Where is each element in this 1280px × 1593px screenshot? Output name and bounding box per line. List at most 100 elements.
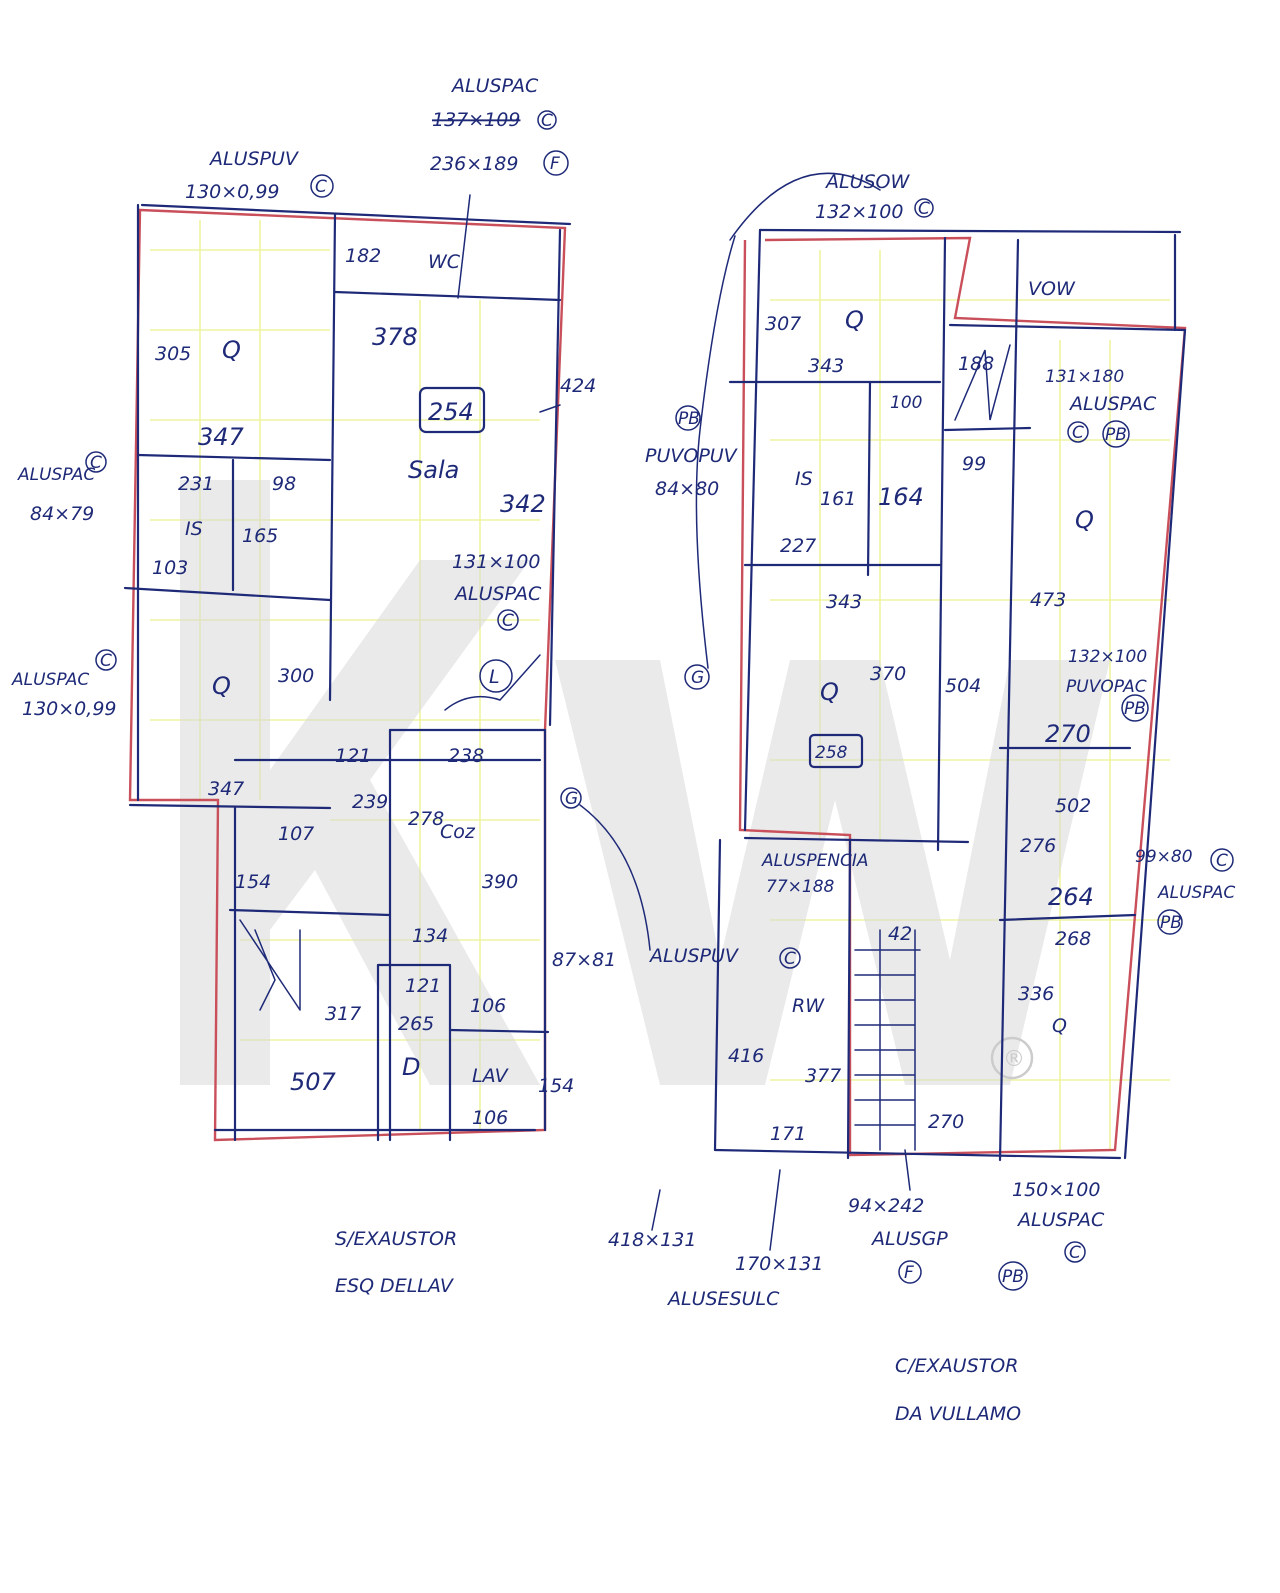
left-dim-134: 134 [412,925,448,947]
left-win-87-size: 87×81 [552,949,616,971]
left-coz-label: Coz [440,821,476,843]
left-win-87-code: C [784,949,796,969]
right-dim-307: 307 [765,313,801,335]
right-q4: Q [1052,1015,1067,1037]
right-dim-473: 473 [1030,589,1066,611]
right-top-window-size: 132×100 [815,201,903,223]
right-q2: Q [1075,506,1094,534]
right-rw-label: RW [792,995,825,1017]
right-top-window-code: C [918,199,930,219]
left-dim-390: 390 [482,871,518,893]
right-win-99-size: 99×80 [1135,847,1193,867]
left-q2: Q [212,672,231,700]
left-dim-239: 239 [352,791,388,813]
right-win-94-code: F [904,1263,914,1283]
left-footer-line1: S/EXAUSTOR [335,1228,457,1250]
left-side-window2-code: C [100,651,112,671]
left-dim-154a: 154 [235,871,271,893]
left-side-window1-code: C [90,453,102,473]
left-g-circle: G [565,789,578,809]
left-dim-278: 278 [408,808,444,830]
right-footer-line1: C/EXAUSTOR [895,1355,1018,1377]
left-footer-line2: ESQ DELLAV [335,1275,455,1297]
right-dim-164: 164 [878,483,924,511]
left-dim-347: 347 [198,423,245,451]
kw-watermark: ® [180,480,1110,1085]
left-dim-300: 300 [278,665,314,687]
left-wc-label: WC [428,251,461,273]
right-win-99-name: ALUSPAC [1157,883,1235,903]
right-win-131-code2: PB [1105,425,1127,445]
left-dim-106b: 106 [472,1107,508,1129]
left-dim-342: 342 [500,490,546,518]
right-top-window-name: ALUSOW [824,171,911,193]
right-dim-171: 171 [770,1123,806,1145]
watermark-mark: ® [1003,1047,1025,1072]
left-dim-317: 317 [325,1003,361,1025]
left-dim-238: 238 [448,745,484,767]
left-dim-265: 265 [398,1013,434,1035]
right-dim-270a: 270 [1045,720,1091,748]
right-dim-188: 188 [958,353,994,375]
right-win-150-code1: PB [1002,1267,1024,1287]
right-stair-note2: 77×188 [766,877,835,897]
right-win-150-code2: C [1069,1243,1081,1263]
right-dim-370: 370 [870,663,906,685]
right-win-132-code: PB [1124,699,1146,719]
right-win-132-size: 132×100 [1068,647,1147,667]
left-dim-507: 507 [290,1068,337,1096]
left-side-window1-name: ALUSPAC [17,465,95,485]
right-dim-264: 264 [1048,883,1094,911]
right-win-150-name: ALUSPAC [1016,1209,1105,1231]
right-dim-258: 258 [815,743,848,763]
right-dim-100: 100 [890,393,922,413]
right-win-131-name: ALUSPAC [1068,393,1157,415]
right-win-99-code2: PB [1160,913,1182,933]
right-dim-161: 161 [820,488,856,510]
left-floor-plan: ALUSPUV 130×0,99 C ALUSPAC 137×109 C 236… [11,75,801,1297]
right-stair-note1: ALUSPENCIA [761,851,869,871]
left-side-window1-size: 84×79 [30,503,94,525]
left-top-window-right-crossed-code: C [541,111,553,131]
right-win-94-name: ALUSGP [870,1228,948,1250]
right-win-132-name: PUVOPAC [1066,677,1147,697]
right-win-170-size: 170×131 [735,1253,823,1275]
left-win-131-name: ALUSPAC [453,583,542,605]
right-dim-99: 99 [962,453,986,475]
left-dim-98: 98 [272,473,296,495]
left-dim-254: 254 [428,398,474,426]
right-dim-268: 268 [1055,928,1091,950]
right-dim-343a: 343 [808,355,844,377]
left-top-window-left-size: 130×0,99 [185,181,280,203]
right-dim-42: 42 [888,923,912,945]
right-q3: Q [820,678,839,706]
right-left-window-name: PUVOPUV [645,445,739,467]
left-win-87-name: ALUSPUV [648,945,740,967]
left-dim-121b: 121 [405,975,441,997]
right-dim-343b: 343 [826,591,862,613]
right-win-99-code1: C [1216,851,1228,871]
left-dim-231: 231 [178,473,214,495]
right-pb-circle: PB [678,409,700,429]
left-l-circle: L [489,666,500,688]
right-dim-502: 502 [1055,795,1091,817]
left-dim-106a: 106 [470,995,506,1017]
left-top-window-left-code: C [315,177,327,197]
left-side-window2-name: ALUSPAC [11,670,89,690]
left-top-window-right-code: F [550,154,560,174]
right-dim-416: 416 [728,1045,764,1067]
right-dim-377: 377 [805,1065,841,1087]
left-dim-305: 305 [155,343,191,365]
right-dim-276: 276 [1020,835,1056,857]
right-win-418-size: 418×131 [608,1229,696,1251]
right-footer-line2: DA VULLAMO [895,1403,1021,1425]
left-top-window-right-crossed: 137×109 [432,109,520,131]
left-q1: Q [222,336,241,364]
left-lav-label: LAV [472,1065,510,1087]
right-is-label: IS [795,468,813,490]
right-dim-336: 336 [1018,983,1054,1005]
right-dim-227: 227 [780,535,816,557]
left-win-131-size: 131×100 [452,551,540,573]
right-win-150-size: 150×100 [1012,1179,1100,1201]
